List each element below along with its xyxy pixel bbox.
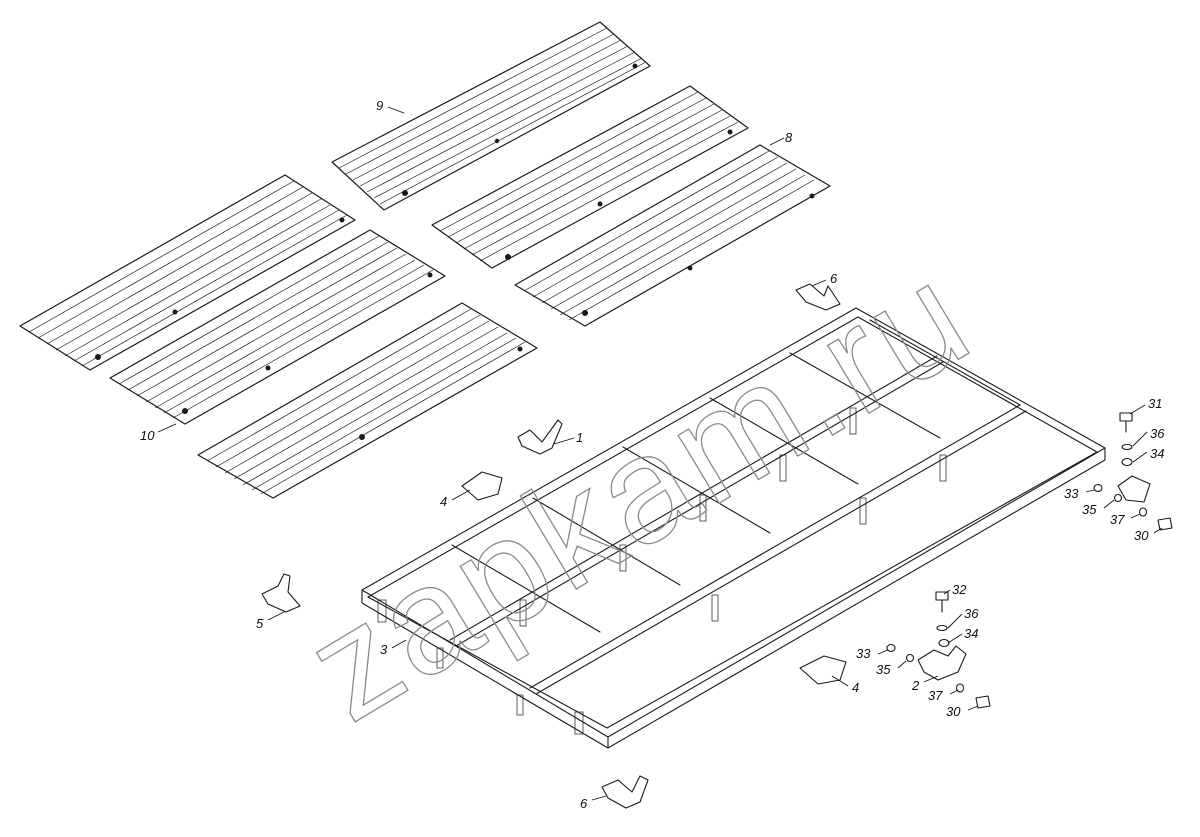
- floor-panel-10-middle: [109, 229, 446, 425]
- floor-panel-10-top: [19, 174, 356, 371]
- floor-panel-8-lower: [514, 144, 831, 327]
- step-4-left: [461, 471, 503, 501]
- bracket-5: [261, 573, 301, 613]
- floor-panel-9: [331, 21, 651, 211]
- callout-4-left: 4: [440, 494, 447, 509]
- fasteners: [886, 412, 1173, 709]
- bracket-2: [917, 645, 967, 681]
- callout-labels: 9 8 10 6 1 4 5 3 4 6 2 31 36 34 33 35 37…: [140, 98, 1165, 811]
- step-4-right: [799, 655, 847, 685]
- callout-36-top: 36: [1150, 426, 1165, 441]
- callout-30-top: 30: [1134, 528, 1149, 543]
- floor-panel-8-upper: [431, 85, 749, 269]
- callout-32: 32: [952, 582, 967, 597]
- callout-34-top: 34: [1150, 446, 1164, 461]
- callout-5: 5: [256, 616, 264, 631]
- callout-8: 8: [785, 130, 793, 145]
- callout-31: 31: [1148, 396, 1162, 411]
- bracket-6-bottom: [601, 775, 649, 809]
- callout-36-bottom: 36: [964, 606, 979, 621]
- callout-33-bottom: 33: [856, 646, 871, 661]
- callout-34-bottom: 34: [964, 626, 978, 641]
- callout-6-top: 6: [830, 271, 838, 286]
- callout-35-bottom: 35: [876, 662, 891, 677]
- callout-3: 3: [380, 642, 388, 657]
- hinge-right: [1117, 475, 1151, 503]
- callout-leaders: [157, 106, 1163, 801]
- callout-10: 10: [140, 428, 155, 443]
- floor-panel-10-bottom: [197, 302, 538, 499]
- callout-30-bottom: 30: [946, 704, 961, 719]
- callout-2: 2: [911, 678, 920, 693]
- callout-4-right: 4: [852, 680, 859, 695]
- callout-9: 9: [376, 98, 383, 113]
- callout-6-bottom: 6: [580, 796, 588, 811]
- callout-35-top: 35: [1082, 502, 1097, 517]
- callout-1: 1: [576, 430, 583, 445]
- platform-frame: [361, 307, 1106, 749]
- callout-33-top: 33: [1064, 486, 1079, 501]
- callout-37-bottom: 37: [928, 688, 943, 703]
- callout-37-top: 37: [1110, 512, 1125, 527]
- bracket-1: [517, 419, 563, 455]
